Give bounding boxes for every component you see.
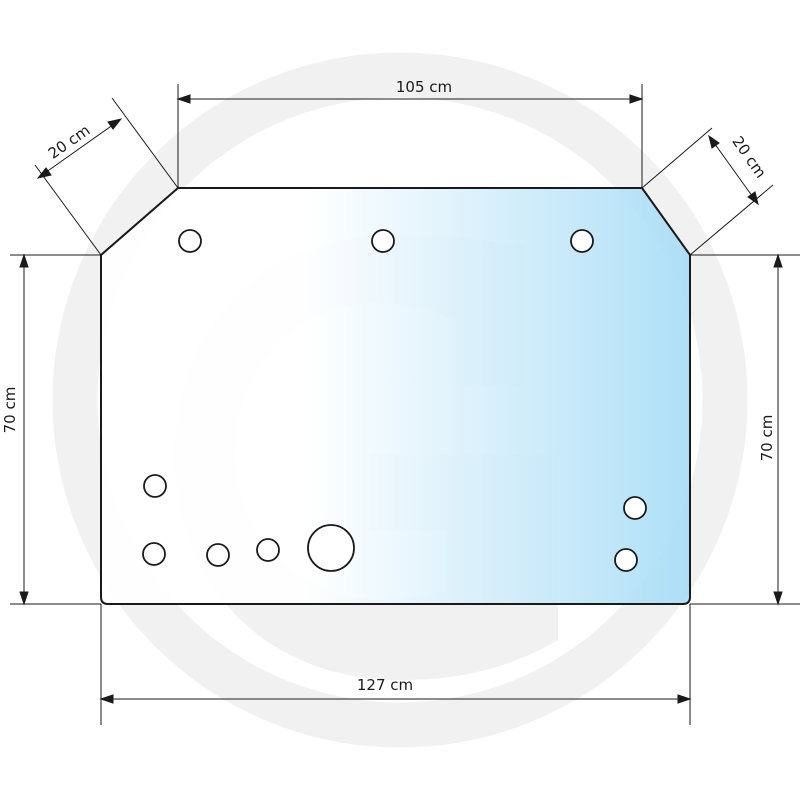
dimension-label-left-chamfer: 20 cm xyxy=(45,121,94,163)
dimension-label-right-height: 70 cm xyxy=(758,415,776,462)
mounting-holes xyxy=(142,229,647,572)
hole xyxy=(206,543,230,567)
hole xyxy=(256,538,280,562)
hole xyxy=(371,229,395,253)
dimension-lines xyxy=(19,94,783,704)
hole xyxy=(614,548,638,572)
glass-panel-outline xyxy=(100,187,691,605)
hole xyxy=(570,229,594,253)
hole xyxy=(178,229,202,253)
dimension-label-right-chamfer: 20 cm xyxy=(728,133,770,182)
hole-large xyxy=(307,524,355,572)
hole xyxy=(143,474,167,498)
dimension-label-left-height: 70 cm xyxy=(1,387,19,434)
hole xyxy=(623,496,647,520)
dimension-label-bottom-width: 127 cm xyxy=(357,676,413,694)
extension-lines xyxy=(10,84,800,725)
dimension-label-top-width: 105 cm xyxy=(396,78,452,96)
hole xyxy=(142,542,166,566)
